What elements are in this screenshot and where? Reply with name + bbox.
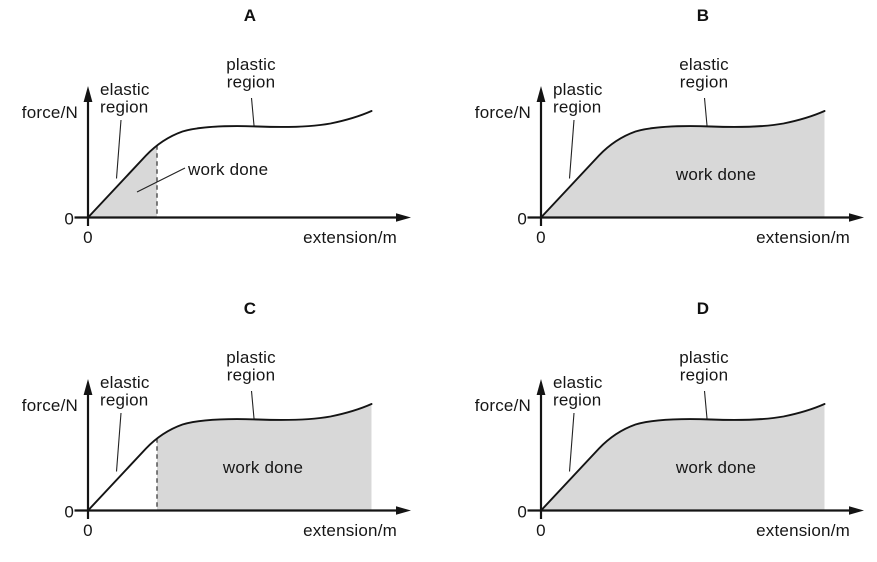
force-extension-curve — [540, 403, 826, 512]
work-done-shaded-area — [157, 404, 372, 511]
work-done-label: work done — [222, 458, 303, 477]
work-done-label: work done — [675, 165, 756, 184]
near-axis-region-label-line2: region — [100, 391, 148, 410]
top-region-label-line1: plastic — [226, 348, 276, 367]
near-axis-region-label-line2: region — [553, 98, 601, 117]
near-axis-region-leader-line — [115, 412, 122, 472]
near-axis-region-label-line1: elastic — [553, 373, 603, 392]
force-axis-zero-label: 0 — [64, 503, 74, 522]
top-region-label-line2: region — [680, 73, 728, 92]
near-axis-region-leader-line — [115, 119, 122, 179]
extension-axis-label: extension/m — [756, 521, 850, 540]
extension-axis-label: extension/m — [303, 521, 397, 540]
force-axis-label: force/N — [22, 396, 78, 415]
extension-axis-zero-label: 0 — [83, 521, 93, 540]
top-region-label-line2: region — [227, 366, 275, 385]
force-axis-zero-label: 0 — [517, 503, 527, 522]
near-axis-region-label-line1: elastic — [100, 373, 150, 392]
force-axis-zero-label: 0 — [517, 210, 527, 229]
force-axis-zero-label: 0 — [64, 210, 74, 229]
extension-axis-zero-label: 0 — [536, 228, 546, 247]
extension-axis-zero-label: 0 — [536, 521, 546, 540]
panel-title: A — [244, 6, 256, 25]
work-done-shaded-area — [541, 404, 825, 511]
near-axis-region-leader-line — [568, 119, 575, 179]
top-region-leader-line — [250, 390, 255, 419]
panel-title: B — [697, 6, 709, 25]
near-axis-region-label-line2: region — [100, 98, 148, 117]
y-axis-arrowhead-icon — [536, 379, 546, 395]
work-done-shaded-area — [541, 111, 825, 218]
extension-axis-label: extension/m — [303, 228, 397, 247]
near-axis-region-label-line2: region — [553, 391, 601, 410]
near-axis-region-label-line1: plastic — [553, 80, 603, 99]
top-region-label-line1: plastic — [679, 348, 729, 367]
x-axis-arrowhead-icon — [396, 506, 411, 515]
top-region-leader-line — [703, 390, 708, 419]
force-extension-curve — [87, 403, 373, 512]
graph-panel-A: A force/N extension/m 0 0 elastic region… — [22, 6, 411, 247]
work-done-label: work done — [675, 458, 756, 477]
y-axis-arrowhead-icon — [83, 379, 93, 395]
work-done-leader-line — [136, 167, 186, 193]
near-axis-region-leader-line — [568, 412, 575, 472]
force-axis-label: force/N — [22, 103, 78, 122]
y-axis-arrowhead-icon — [536, 86, 546, 102]
force-extension-curve — [87, 110, 373, 219]
x-axis-arrowhead-icon — [849, 213, 864, 222]
graph-panel-B: B force/N extension/m 0 0 plastic region… — [475, 6, 864, 247]
panel-title: D — [697, 299, 709, 318]
extension-axis-label: extension/m — [756, 228, 850, 247]
force-extension-curve — [540, 110, 826, 219]
top-region-label-line2: region — [227, 73, 275, 92]
top-region-leader-line — [250, 97, 255, 126]
extension-axis-zero-label: 0 — [83, 228, 93, 247]
x-axis-arrowhead-icon — [396, 213, 411, 222]
x-axis-arrowhead-icon — [849, 506, 864, 515]
work-done-label: work done — [187, 160, 268, 179]
force-axis-label: force/N — [475, 103, 531, 122]
near-axis-region-label-line1: elastic — [100, 80, 150, 99]
panel-title: C — [244, 299, 256, 318]
top-region-label-line1: plastic — [226, 55, 276, 74]
graph-panel-D: D force/N extension/m 0 0 elastic region… — [475, 299, 864, 540]
graph-panel-C: C force/N extension/m 0 0 elastic region… — [22, 299, 411, 540]
force-axis-label: force/N — [475, 396, 531, 415]
y-axis-arrowhead-icon — [83, 86, 93, 102]
top-region-label-line1: elastic — [679, 55, 729, 74]
top-region-label-line2: region — [680, 366, 728, 385]
top-region-leader-line — [703, 97, 708, 126]
